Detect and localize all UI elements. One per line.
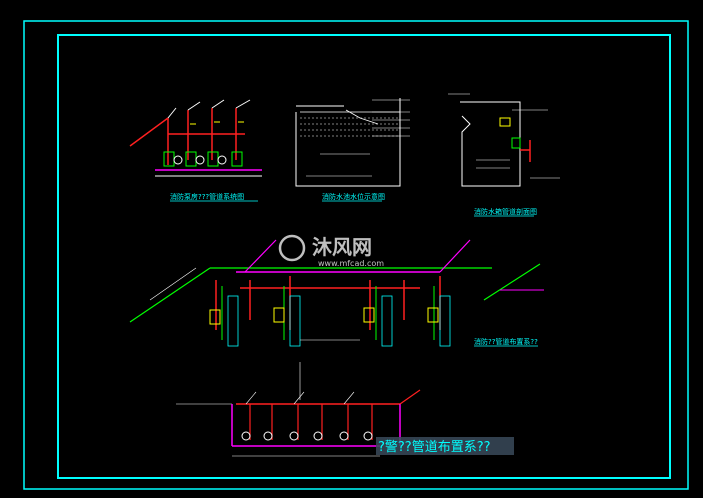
inner-frame	[57, 34, 671, 479]
pump-room-diagram	[129, 99, 262, 177]
hydrant-system-diagram	[129, 239, 544, 347]
watermark-brand: 沐风网	[312, 235, 372, 259]
pump-room-title: 消防泵房???管道系统图	[170, 192, 244, 201]
tank-title: 消防水池水位示意图	[322, 192, 385, 201]
roof-tank-title: 消防水箱管道剖面图	[474, 207, 537, 216]
roof-tank-section	[448, 93, 560, 187]
sprinkler-title: ?警??管道布置系??	[378, 439, 491, 455]
watermark-logo: 沐风网 www.mfcad.com	[278, 234, 384, 268]
tank-level-diagram	[295, 98, 410, 187]
hydrant-title: 消防??管道布置系??	[474, 337, 538, 346]
selection-highlight	[376, 437, 514, 455]
outer-frame	[23, 20, 689, 490]
watermark-url: www.mfcad.com	[318, 259, 384, 268]
